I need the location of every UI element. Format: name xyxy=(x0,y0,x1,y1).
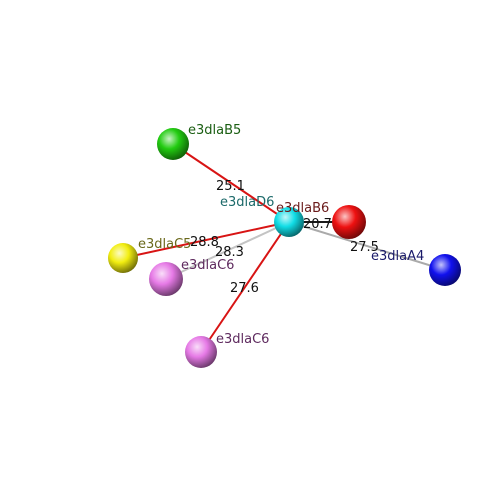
atom-label-violet2: e3dlaC6 xyxy=(216,332,269,347)
bond-cyan-violet1 xyxy=(165,221,290,280)
atom-sphere-cyan[interactable] xyxy=(274,207,304,237)
distance-label-cyan-violet2: 27.6 xyxy=(230,281,259,296)
atom-sphere-green[interactable] xyxy=(157,128,189,160)
distance-label-cyan-yellow: 28.8 xyxy=(190,235,219,250)
distance-label-cyan-violet1: 28.3 xyxy=(215,245,244,260)
bond-cyan-green xyxy=(172,143,290,223)
distance-labels-layer: 25.1 20.7 27.5 28.828.3 27.6 xyxy=(190,179,379,296)
bond-cyan-violet2 xyxy=(200,221,290,353)
atom-sphere-yellow[interactable] xyxy=(108,243,138,273)
atom-label-blue: e3dlaA4 xyxy=(371,249,424,264)
bond-cyan-blue xyxy=(288,221,446,271)
atom-sphere-blue[interactable] xyxy=(429,254,461,286)
atom-sphere-violet2[interactable] xyxy=(185,336,217,368)
distance-label-cyan-green: 25.1 xyxy=(216,179,245,194)
atom-label-red: e3dlaB6 xyxy=(276,201,329,216)
bonds-layer xyxy=(122,143,446,353)
distance-label-cyan-blue: 27.5 xyxy=(350,240,379,255)
bond-cyan-yellow xyxy=(122,221,290,259)
atom-label-cyan: e3dlaD6 xyxy=(220,195,274,210)
distance-label-cyan-red: 20.7 xyxy=(303,217,332,232)
atom-label-green: e3dlaB5 xyxy=(188,123,241,138)
atom-label-violet1: e3dlaC6 xyxy=(181,258,234,273)
atom-sphere-violet1[interactable] xyxy=(149,262,183,296)
atoms-layer xyxy=(108,128,461,368)
atom-label-yellow: e3dlaC5 xyxy=(138,237,191,252)
atom-sphere-red[interactable] xyxy=(332,205,366,239)
